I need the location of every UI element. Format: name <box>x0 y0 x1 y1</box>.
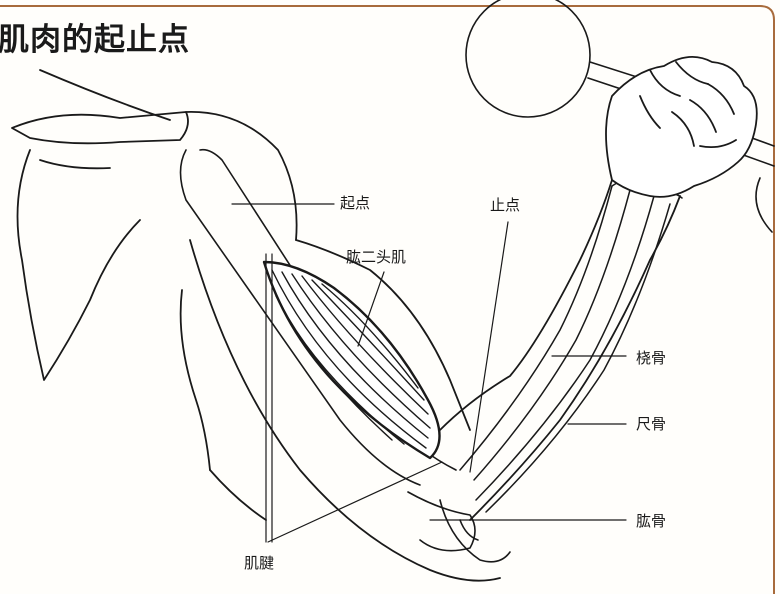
shoulder-outline <box>12 70 297 520</box>
label-insertion: 止点 <box>490 194 520 215</box>
label-radius: 桡骨 <box>636 347 666 368</box>
leader-lines <box>232 204 626 542</box>
leader-tendon-3 <box>268 462 442 542</box>
label-tendon: 肌腱 <box>244 552 274 573</box>
fist <box>606 57 757 197</box>
upper-arm-outline <box>190 240 500 581</box>
biceps-muscle <box>264 262 440 458</box>
label-origin: 起点 <box>340 192 370 213</box>
page-title: 肌肉的起止点 <box>0 14 190 59</box>
forearm-bones <box>460 180 682 512</box>
label-biceps: 肱二头肌 <box>346 246 406 267</box>
label-humerus: 肱骨 <box>636 510 666 531</box>
label-ulna: 尺骨 <box>636 413 666 434</box>
